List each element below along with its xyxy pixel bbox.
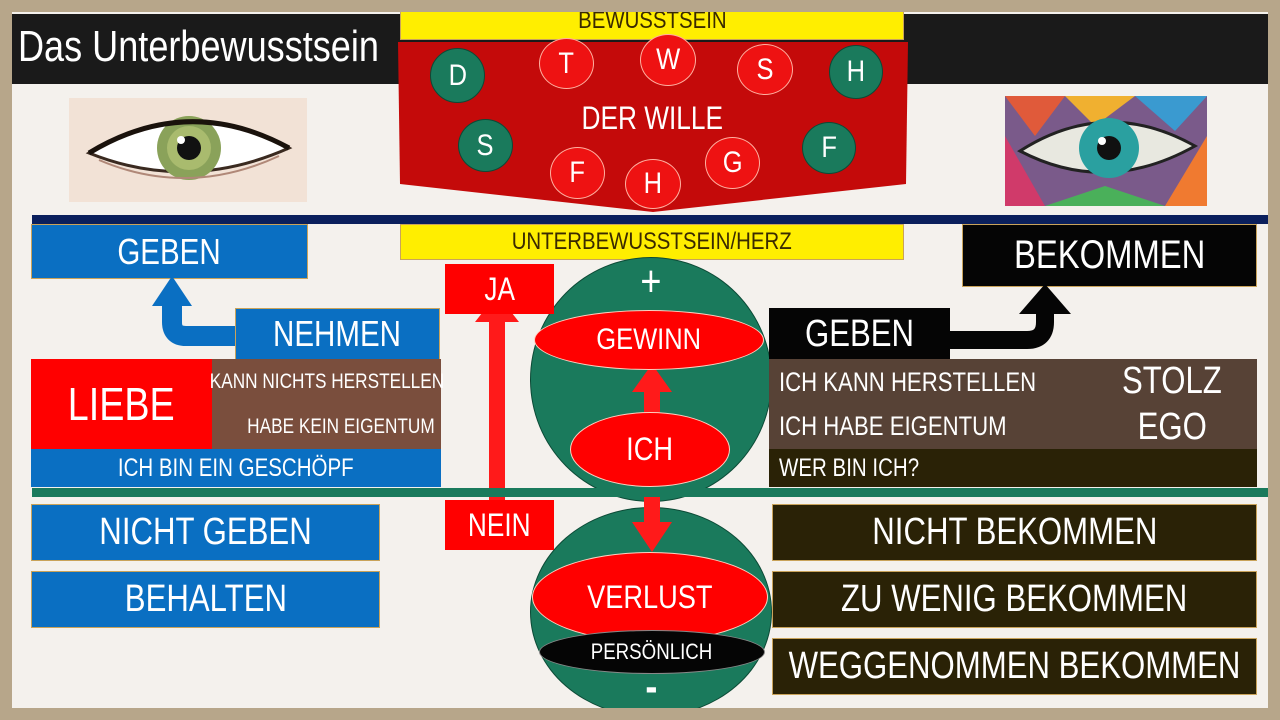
zu-wenig-bekommen-box: ZU WENIG BEKOMMEN bbox=[772, 571, 1257, 628]
divider-unterbewusstsein bbox=[32, 488, 1268, 497]
wille-letter-t: T bbox=[539, 38, 594, 89]
wille-letter-f2: F bbox=[802, 122, 856, 174]
der-wille-label: DER WILLE bbox=[581, 99, 723, 136]
habe-kein-eigentum: HABE KEIN EIGENTUM bbox=[212, 404, 441, 449]
eye-image-right bbox=[1005, 96, 1207, 206]
nein-label: NEIN bbox=[445, 500, 554, 550]
wer-bin-ich: WER BIN ICH? bbox=[769, 449, 1257, 487]
plus-sign: + bbox=[640, 257, 662, 306]
wille-letter-h2: H bbox=[625, 159, 681, 209]
wille-letter-g: G bbox=[705, 137, 760, 189]
page-title: Das Unterbewusstsein bbox=[18, 22, 379, 71]
gewinn-ellipse: GEWINN bbox=[534, 310, 764, 370]
bewusstsein-label: BEWUSSTSEIN bbox=[400, 12, 904, 40]
ich-bin-ein-geschoepf: ICH BIN EIN GESCHÖPF bbox=[31, 449, 441, 487]
nicht-bekommen-box: NICHT BEKOMMEN bbox=[772, 504, 1257, 561]
unterbewusstsein-label: UNTERBEWUSSTSEIN/HERZ bbox=[400, 224, 904, 260]
stolz-label: STOLZ bbox=[1122, 359, 1222, 402]
eye-image-left bbox=[69, 98, 307, 202]
kann-nichts-herstellen: KANN NICHTS HERSTELLEN bbox=[209, 359, 444, 404]
verlust-ellipse: VERLUST bbox=[532, 552, 768, 642]
behalten-box: BEHALTEN bbox=[31, 571, 380, 628]
wille-letter-f: F bbox=[550, 147, 605, 199]
geben-left-box: GEBEN bbox=[31, 224, 308, 279]
divider-bewusstsein bbox=[32, 215, 1268, 224]
wille-letter-s2: S bbox=[458, 119, 513, 172]
nehmen-to-geben-arrow bbox=[152, 276, 248, 346]
nicht-geben-box: NICHT GEBEN bbox=[31, 504, 380, 561]
slide: Das Unterbewusstsein bbox=[12, 12, 1268, 708]
liebe-box: LIEBE bbox=[31, 359, 212, 449]
geben-right-box: GEBEN bbox=[769, 308, 950, 360]
ego-label: EGO bbox=[1137, 405, 1207, 448]
ich-habe-eigentum: ICH HABE EIGENTUM bbox=[779, 410, 1007, 441]
wille-letter-s: S bbox=[737, 44, 793, 95]
wille-letter-w: W bbox=[640, 34, 696, 86]
ich-kann-herstellen: ICH KANN HERSTELLEN bbox=[779, 366, 1037, 397]
wille-letter-h: H bbox=[829, 45, 883, 99]
ja-arrow bbox=[475, 294, 519, 520]
ego-block bbox=[769, 359, 1257, 449]
wille-letter-d: D bbox=[430, 48, 485, 103]
ich-arrows bbox=[632, 364, 672, 552]
nehmen-box: NEHMEN bbox=[235, 308, 440, 360]
bekommen-box: BEKOMMEN bbox=[962, 224, 1257, 287]
weggenommen-bekommen-box: WEGGENOMMEN BEKOMMEN bbox=[772, 638, 1257, 695]
ich-ellipse: ICH bbox=[570, 412, 730, 487]
persoenlich-ellipse: PERSÖNLICH bbox=[539, 630, 765, 674]
ja-label: JA bbox=[445, 264, 554, 314]
geben-to-bekommen-arrow bbox=[949, 284, 1071, 349]
